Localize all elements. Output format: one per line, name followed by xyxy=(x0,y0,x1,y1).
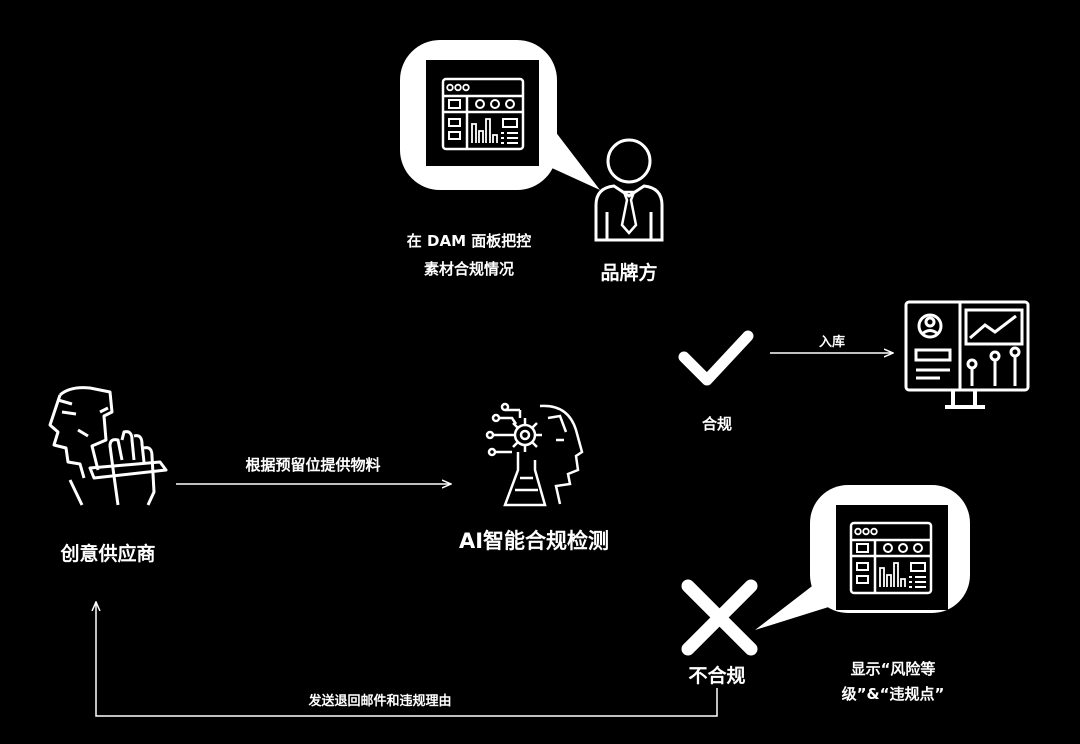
compliant-label: 合规 xyxy=(701,415,733,433)
creative-supplier-icon xyxy=(48,386,168,506)
cross-icon xyxy=(681,579,758,656)
check-icon xyxy=(678,330,754,386)
return-arrow xyxy=(96,602,718,717)
store-arrow-label: 入库 xyxy=(818,335,846,350)
risk-caption-line1: 显示“风险等 xyxy=(850,660,936,678)
return-arrow-label: 发送退回邮件和违规理由 xyxy=(308,694,452,709)
noncompliant-label: 不合规 xyxy=(688,665,746,687)
brand-label: 品牌方 xyxy=(600,262,658,284)
analytics-monitor-icon xyxy=(904,300,1030,409)
risk-caption-line2: 级”&“违规点” xyxy=(841,685,945,703)
ai-brain-robot-icon xyxy=(485,402,584,507)
brand-caption-line1: 在 DAM 面板把控 xyxy=(406,232,532,250)
risk-dashboard-bubble xyxy=(755,485,970,630)
ai-label: AI智能合规检测 xyxy=(458,529,610,553)
supply-arrow-label: 根据预留位提供物料 xyxy=(245,456,381,474)
business-person-icon xyxy=(594,138,664,242)
brand-dashboard-bubble xyxy=(400,40,600,190)
supplier-label: 创意供应商 xyxy=(60,543,156,565)
brand-caption-line2: 素材合规情况 xyxy=(423,260,515,278)
